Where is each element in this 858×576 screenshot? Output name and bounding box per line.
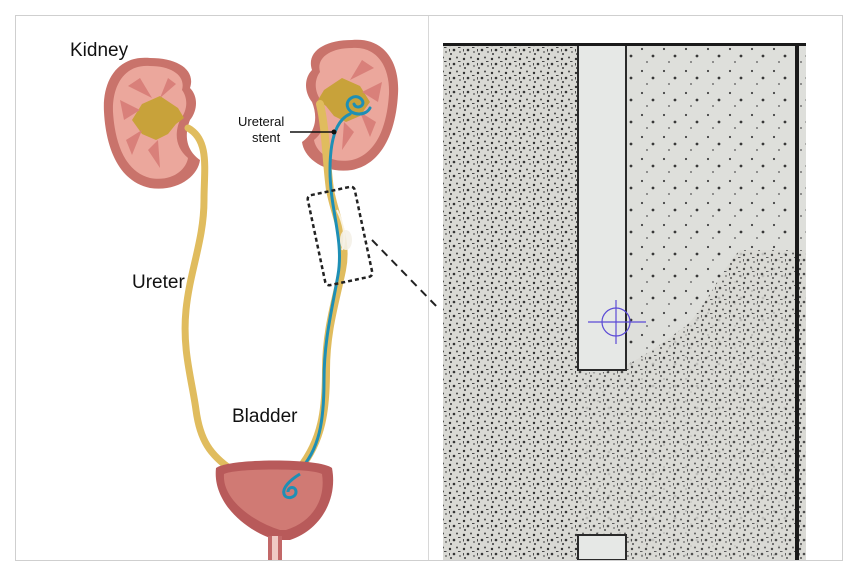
bladder <box>216 461 333 561</box>
label-ureter: Ureter <box>132 272 185 294</box>
zoom-connector-line <box>372 240 440 310</box>
label-ureteral-stent-line1: Ureteral <box>238 114 284 130</box>
label-kidney: Kidney <box>70 40 128 62</box>
label-ureteral-stent-line2: stent <box>252 130 280 146</box>
left-kidney <box>104 58 200 189</box>
label-bladder: Bladder <box>232 406 298 428</box>
flow-micrograph <box>443 43 806 560</box>
left-ureter <box>185 128 232 470</box>
